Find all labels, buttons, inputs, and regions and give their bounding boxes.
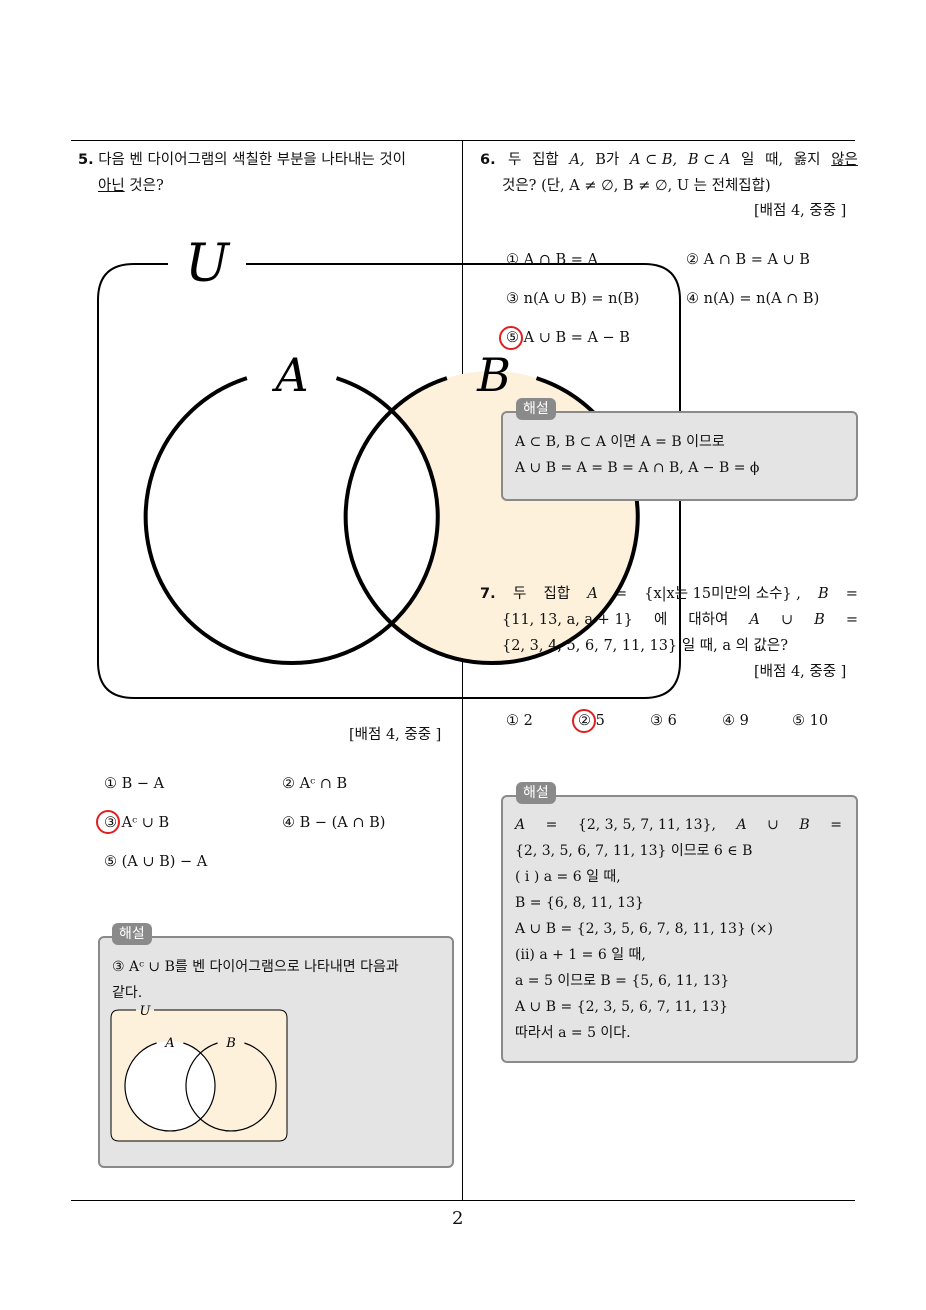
q5-line1: 다음 벤 다이어그램의 색칠한 부분을 나타내는 것이 [98,152,407,168]
q5-underlined-word: 아닌 [98,178,125,194]
q6-number: 6. [480,152,496,168]
small-venn-b: B [225,1036,236,1051]
venn-b-label: B [476,348,511,402]
q7-solution-line9: 따라서 a = 5 이다. [515,1025,631,1041]
bottom-rule [71,1200,855,1201]
column-divider [462,140,463,1200]
q6-solution-tab: 해설 [516,398,556,420]
q5-choice-4[interactable]: ④ B − (A ∩ B) [282,815,386,831]
q5-choice-2[interactable]: ② Aᶜ ∩ B [282,776,348,792]
q6-underlined-word: 않은 [831,152,858,168]
q5-solution-line1: ③ Aᶜ ∪ B를 벤 다이어그램으로 나타내면 다음과 [112,959,399,975]
q5-choice-3[interactable]: ③ Aᶜ ∪ B [104,815,170,831]
q6-solution-line1: A ⊂ B, B ⊂ A 이면 A = B 이므로 [515,434,725,450]
q6-answer-mark [499,326,523,350]
q7-choice-1[interactable]: ① 2 [506,713,533,729]
q6-choice-3[interactable]: ③ n(A ∪ B) = n(B) [506,291,640,307]
q7-line1: 두 집합 A = {x|x는 15미만의 소수} , B = [513,586,858,602]
q6-choice-1[interactable]: ① A ∩ B = A [506,252,598,268]
q5-line2-rest: 것은? [124,178,164,194]
q7-solution-line7: a = 5 이므로 B = {5, 6, 11, 13} [515,973,730,989]
q5-solution-venn: U A B [110,1004,288,1142]
q6-score: [배점 4, 중중 ] [754,203,847,219]
q5-solution-tab: 해설 [112,923,152,945]
q5-number: 5. [78,152,94,168]
q5-choice-1[interactable]: ① B − A [104,776,165,792]
q7-choice-3[interactable]: ③ 6 [650,713,677,729]
q7-solution-line5: A ∪ B = {2, 3, 5, 6, 7, 8, 11, 13} (×) [515,921,773,937]
q7-choice-4[interactable]: ④ 9 [722,713,749,729]
q6-line2: 것은? (단, A ≠ ∅, B ≠ ∅, U 는 전체집합) [502,178,771,194]
q7-solution-line4: B = {6, 8, 11, 13} [515,895,644,911]
q7-score: [배점 4, 중중 ] [754,664,847,680]
q6-solution-box [501,411,858,501]
q5-prompt: 5. 다음 벤 다이어그램의 색칠한 부분을 나타내는 것이 [78,147,406,173]
venn-universe-frame [97,263,681,699]
q7-solution-line3: ( i ) a = 6 일 때, [515,869,621,885]
q7-solution-line6: (ii) a + 1 = 6 일 때, [515,947,646,963]
page-number: 2 [452,1208,464,1229]
q6-solution-line2: A ∪ B = A = B = A ∩ B, A − B = ϕ [515,460,760,476]
top-rule [71,140,855,141]
venn-a-label: A [271,348,308,402]
q6-choice-5[interactable]: ⑤ A ∪ B = A − B [506,330,630,346]
q7-solution-line1: A = {2, 3, 5, 7, 11, 13}, A ∪ B = [515,817,842,833]
q7-solution-box [501,795,858,1063]
q6-choice-2[interactable]: ② A ∩ B = A ∪ B [686,252,810,268]
q7-solution-tab: 해설 [516,782,556,804]
small-venn-a: A [164,1036,174,1051]
q7-solution-line8: A ∪ B = {2, 3, 5, 6, 7, 11, 13} [515,999,729,1015]
q7-line2: {11, 13, a, a + 1} 에 대하여 A ∪ B = [502,612,858,628]
venn-circle-a [143,376,440,665]
q7-solution-line2: {2, 3, 5, 6, 7, 11, 13} 이므로 6 ∈ B [515,843,753,859]
q5-choice-5[interactable]: ⑤ (A ∪ B) − A [104,854,208,870]
q5-answer-mark [96,810,120,834]
venn-u-label: U [185,234,231,294]
q7-choice-5[interactable]: ⑤ 10 [792,713,829,729]
q6-choice-4[interactable]: ④ n(A) = n(A ∩ B) [686,291,820,307]
small-venn-u: U [140,1004,152,1019]
q7-answer-mark [572,709,596,733]
q7-number: 7. [480,586,496,602]
q5-score: [배점 4, 중중 ] [349,727,442,743]
q5-prompt-line2: 아닌 것은? [98,173,164,199]
q5-solution-line2: 같다. [112,985,143,1001]
q7-line3: {2, 3, 4, 5, 6, 7, 11, 13} 일 때, a 의 값은? [502,638,789,654]
q6-line1: 두 집합 A, B가 A ⊂ B, B ⊂ A 일 때, 옳지 않은 [508,147,858,173]
